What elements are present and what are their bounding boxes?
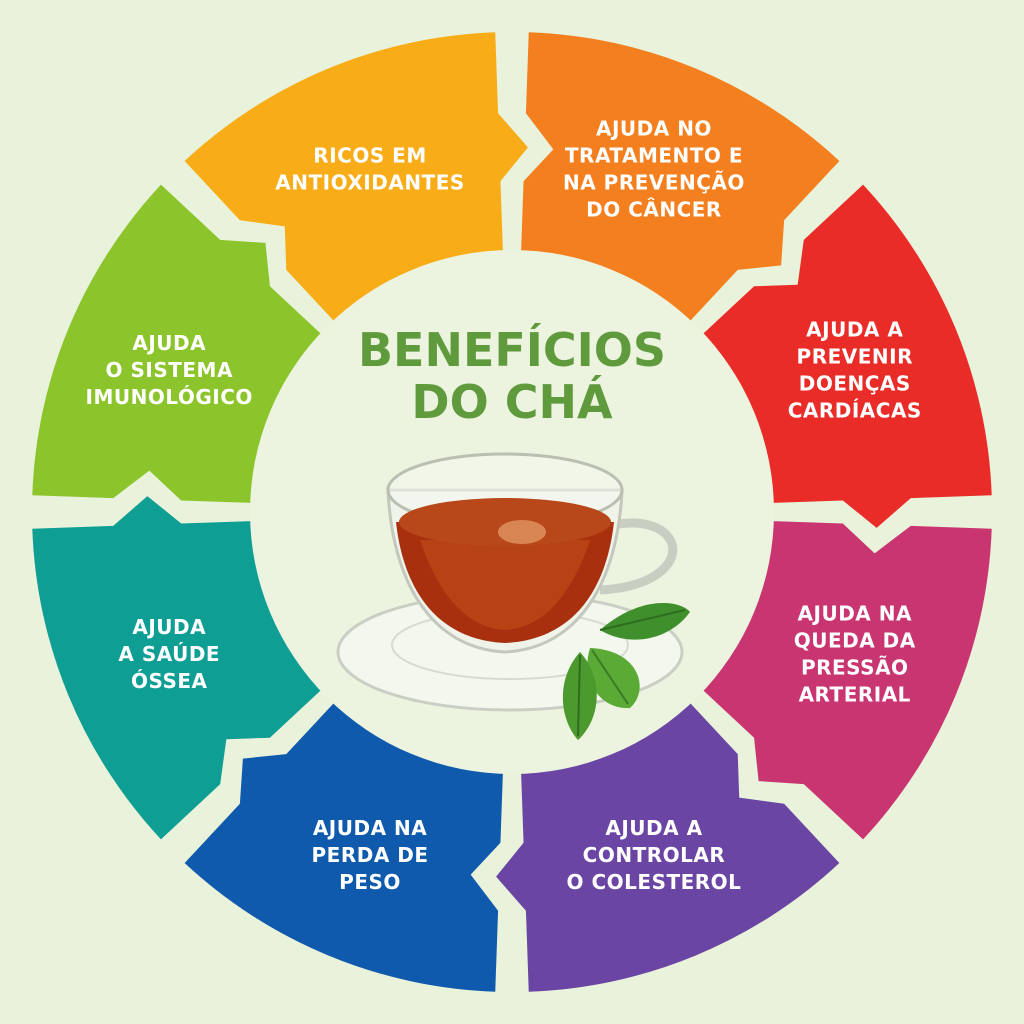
segment-5-label-line: PESO <box>339 870 401 894</box>
segment-5-label: AJUDA NA PERDA DE PESO <box>312 816 429 894</box>
segment-3-label: AJUDA NA QUEDA DA PRESSÃO ARTERIAL <box>794 601 916 706</box>
segment-8-label-line: RICOS EM <box>313 144 426 168</box>
segment-3 <box>694 520 992 840</box>
segment-2-label-line: PREVENIR <box>797 345 913 369</box>
segments-layer <box>32 32 992 992</box>
segment-6-label: AJUDA A SAÚDE ÓSSEA <box>118 615 220 693</box>
segment-6-label-line: AJUDA <box>132 615 206 639</box>
segment-2-label-line: CARDÍACAS <box>788 399 922 423</box>
title-line-2: DO CHÁ <box>411 375 613 429</box>
segment-8 <box>184 32 528 330</box>
segment-2-label-line: DOENÇAS <box>799 372 911 396</box>
segment-3-label-line: PRESSÃO <box>801 655 909 679</box>
segment-1-label-line: NA PREVENÇÃO <box>563 171 745 195</box>
segment-1-label-line: DO CÂNCER <box>586 198 722 222</box>
segment-1-label-line: AJUDA NO <box>596 117 712 141</box>
segment-5-label-line: AJUDA NA <box>313 816 427 840</box>
segment-2-label-line: AJUDA A <box>806 318 903 342</box>
segment-2-label: AJUDA A PREVENIR DOENÇAS CARDÍACAS <box>788 318 922 423</box>
segment-4-label-line: O COLESTEROL <box>567 870 742 894</box>
segment-5 <box>184 694 504 992</box>
segment-8-label: RICOS EM ANTIOXIDANTES <box>275 144 464 195</box>
segment-6 <box>32 496 330 840</box>
segment-7-label-line: AJUDA <box>132 331 206 355</box>
segment-7-label: AJUDA O SISTEMA IMUNOLÓGICO <box>86 331 253 409</box>
segment-5-label-line: PERDA DE <box>312 843 429 867</box>
labels-layer: AJUDA NO TRATAMENTO E NA PREVENÇÃO DO CÂNCE… <box>86 117 922 894</box>
segment-3-label-line: QUEDA DA <box>794 628 916 652</box>
segment-4-label: AJUDA A CONTROLAR O COLESTEROL <box>567 816 742 894</box>
segment-4-label-line: AJUDA A <box>605 816 702 840</box>
segment-4-label-line: CONTROLAR <box>583 843 726 867</box>
title-line-1: BENEFÍCIOS <box>358 323 666 377</box>
segment-3-label-line: ARTERIAL <box>799 682 911 706</box>
segment-4 <box>496 694 840 992</box>
segment-2 <box>694 184 992 528</box>
segment-7-label-line: IMUNOLÓGICO <box>86 385 253 409</box>
segment-1-label-line: TRATAMENTO E <box>565 144 743 168</box>
segment-7-label-line: O SISTEMA <box>106 358 233 382</box>
segment-8-label-line: ANTIOXIDANTES <box>275 171 464 195</box>
segment-1 <box>520 32 840 330</box>
tea-cup-with-leaves-icon <box>336 452 690 740</box>
segment-7 <box>32 184 330 504</box>
segment-3-label-line: AJUDA NA <box>798 601 912 625</box>
segment-6-label-line: A SAÚDE <box>118 642 220 666</box>
segment-1-label: AJUDA NO TRATAMENTO E NA PREVENÇÃO DO CÂNCE… <box>563 117 745 222</box>
segment-6-label-line: ÓSSEA <box>131 669 208 693</box>
